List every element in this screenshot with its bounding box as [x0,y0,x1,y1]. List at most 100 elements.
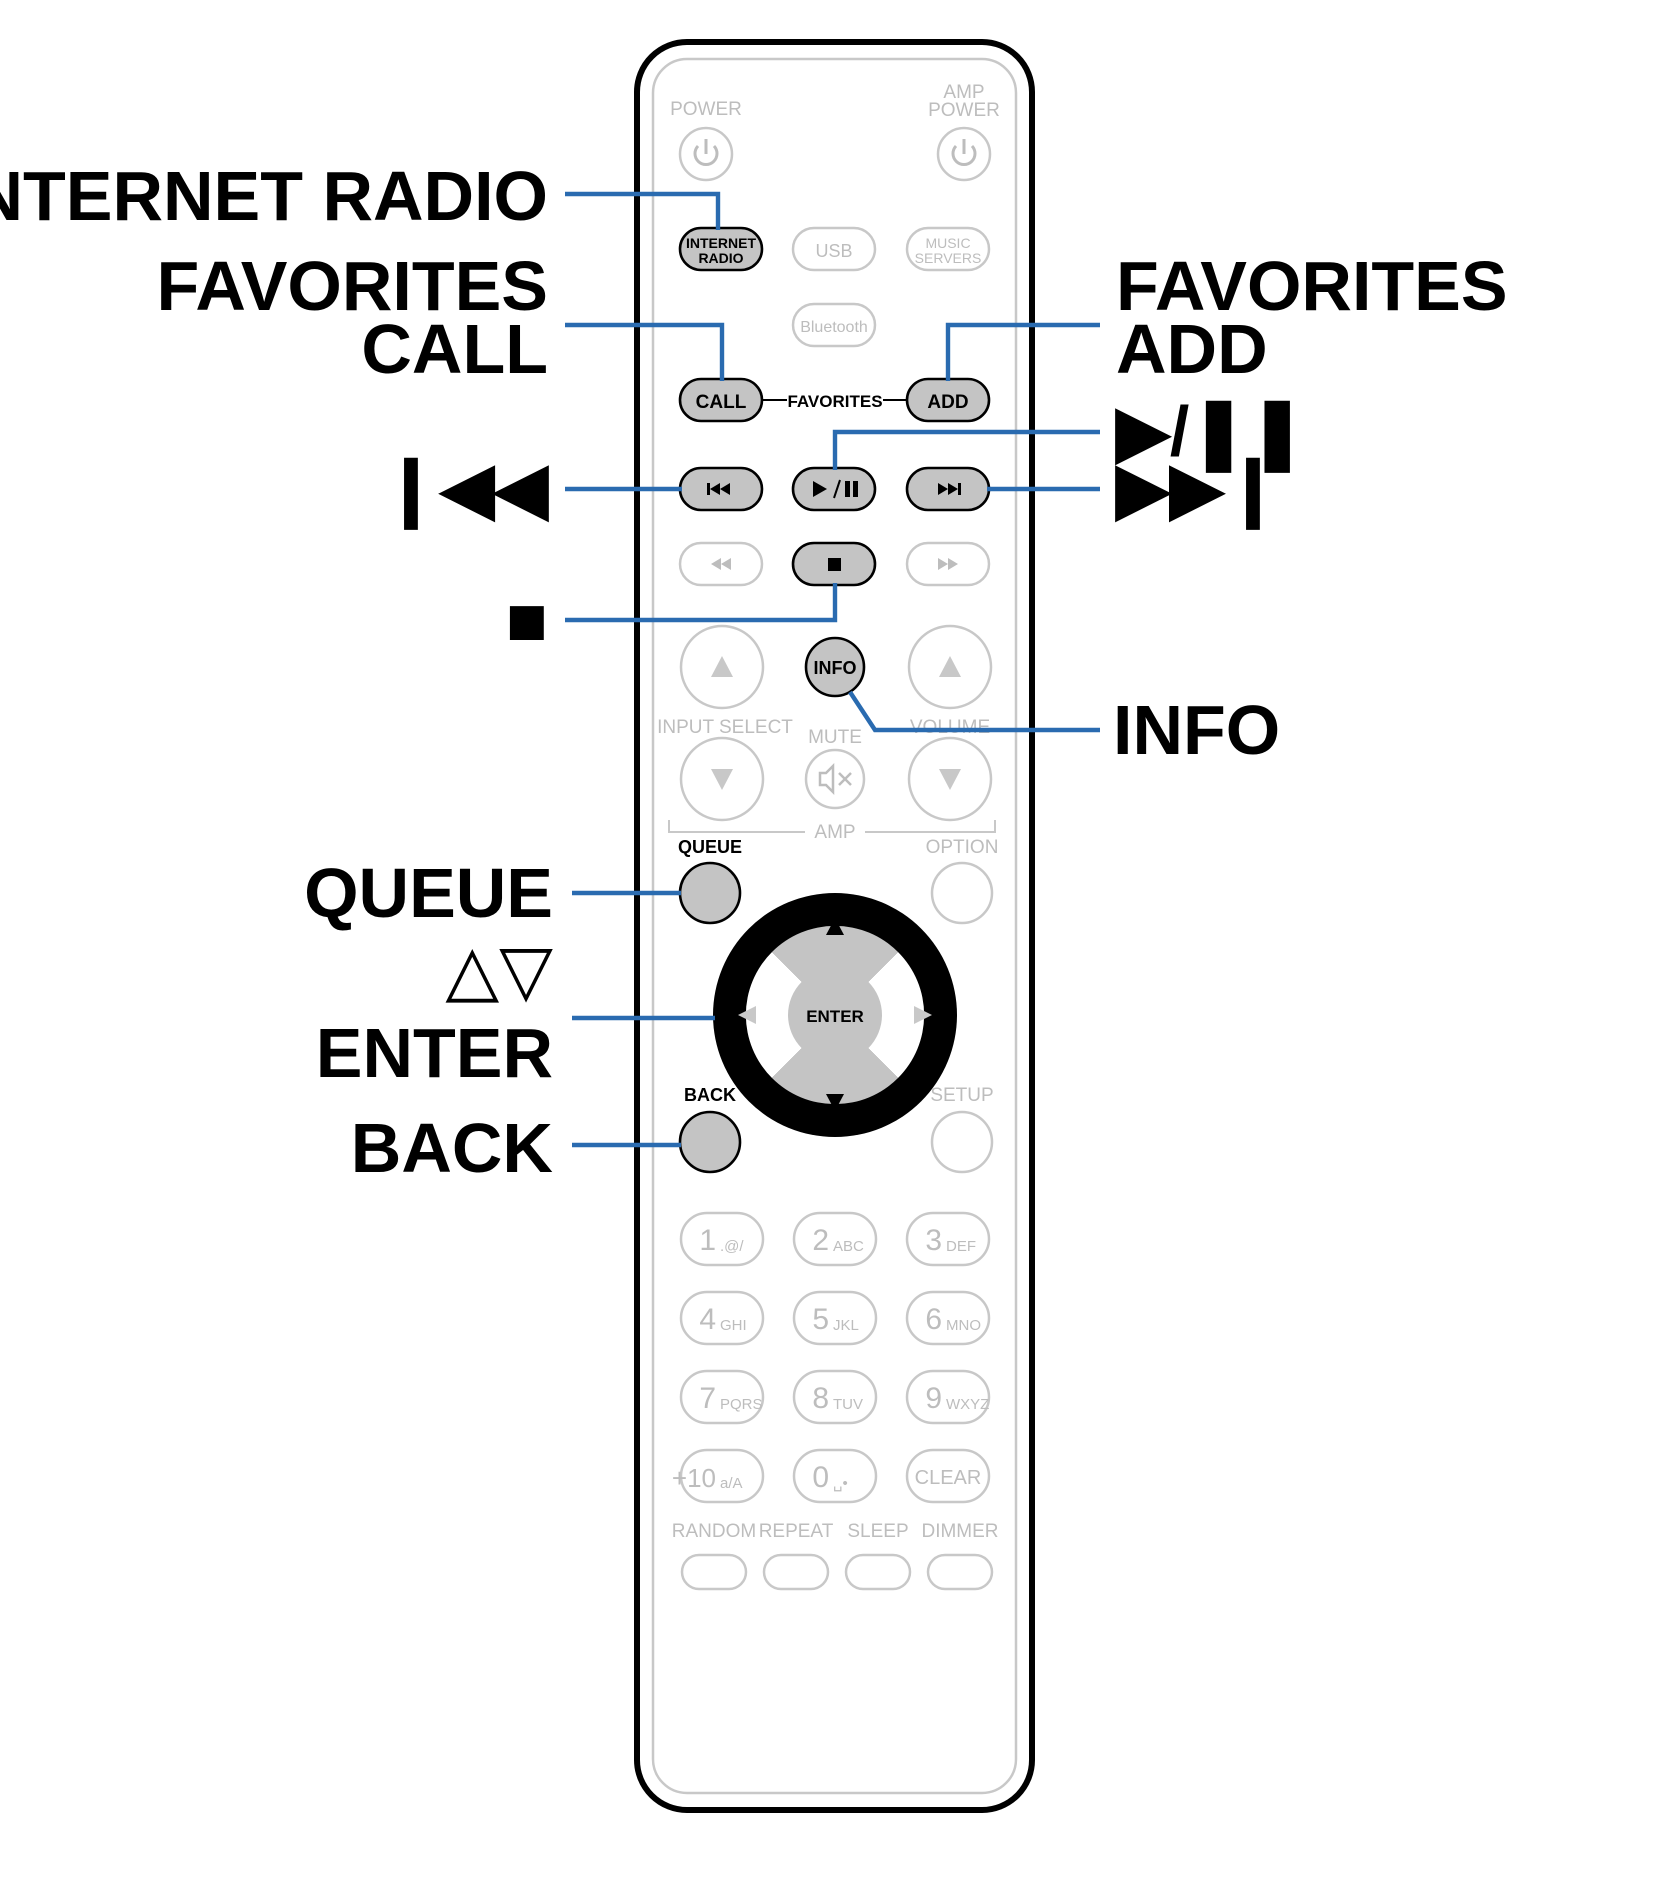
amp-power-button[interactable] [936,126,992,182]
internet-radio-button[interactable]: INTERNET RADIO [678,226,764,272]
key-letters: JKL [833,1317,859,1334]
bottom-row-button[interactable] [844,1553,912,1591]
nav-left-button[interactable] [745,952,810,1078]
music-servers-button[interactable]: MUSIC SERVERS [905,226,991,272]
stop-button[interactable] [791,541,877,587]
setup-button[interactable] [930,1110,994,1174]
key-number: 9 [925,1382,942,1415]
key-letters: GHI [720,1317,747,1334]
bluetooth-button[interactable]: Bluetooth [791,302,877,348]
up-arrow-icon [826,918,844,935]
key-letters: DEF [946,1238,976,1255]
callout-play-pause: ▶/❚❚ [1115,392,1307,473]
nav-up-button[interactable] [772,925,898,990]
key-number: 3 [925,1224,942,1257]
back-button[interactable] [678,1110,742,1174]
mute-label: MUTE [808,727,862,748]
option-button[interactable] [930,861,994,925]
info-button-label: INFO [814,658,857,678]
enter-button[interactable] [788,968,882,1062]
key-number: CLEAR [915,1467,982,1489]
add-button[interactable]: ADD [905,377,991,423]
callout-favorites-call-1: FAVORITES [156,247,548,325]
amp-bracket [668,820,996,833]
key-button[interactable]: 0␣• [792,1448,878,1504]
key-button[interactable]: 1.@/ [679,1211,765,1267]
music-servers-label-1: MUSIC [925,235,970,251]
key-letters: WXYZ [946,1396,989,1413]
callout-internet-radio: INTERNET RADIO [0,157,548,235]
key-button[interactable]: CLEAR [905,1448,991,1504]
fast-forward-button[interactable] [905,541,991,587]
bottom-row-button[interactable] [680,1553,748,1591]
favorites-label: FAVORITES [787,392,882,411]
bottom-row-button[interactable] [926,1553,994,1591]
enter-button-label: ENTER [806,1007,864,1026]
key-number: 4 [699,1303,716,1336]
key-number: 5 [812,1303,829,1336]
amp-power-label-2: POWER [928,100,1000,121]
mute-button[interactable] [804,748,866,810]
key-letters: MNO [946,1317,981,1334]
usb-button[interactable]: USB [791,226,877,272]
callout-back: BACK [351,1109,553,1187]
callout-info: INFO [1113,691,1280,769]
callout-favorites-add-2: ADD [1116,310,1268,388]
input-select-down-button[interactable] [679,736,765,822]
callout-favorites-add-1: FAVORITES [1116,247,1508,325]
callout-queue: QUEUE [304,854,553,932]
key-number: 7 [699,1382,716,1415]
power-label: POWER [670,99,742,120]
add-button-label: ADD [927,392,968,413]
info-button[interactable]: INFO [804,636,866,698]
option-label: OPTION [926,837,999,858]
input-select-label: INPUT SELECT [657,717,793,738]
key-letters: .@/ [720,1238,744,1255]
leader-info [848,690,1100,733]
bottom-row-label: REPEAT [759,1521,834,1542]
leader-favorites-call [565,322,725,381]
call-button-label: CALL [696,392,747,413]
nav-right-button[interactable] [860,952,925,1078]
up-arrow-icon [711,656,733,677]
key-number: 6 [925,1303,942,1336]
power-icon [951,139,977,166]
callout-skip-forward: ▶▶❙ [1115,449,1282,530]
play-pause-icon [813,479,858,499]
power-icon [693,139,719,166]
play-pause-button[interactable] [791,466,877,512]
call-button[interactable]: CALL [678,377,764,423]
bottom-row-label: DIMMER [921,1521,998,1542]
callout-enter: ENTER [316,1014,553,1092]
music-servers-label-2: SERVERS [915,250,982,266]
bottom-row-button[interactable] [762,1553,830,1591]
nav-down-button[interactable] [772,1040,898,1105]
skip-forward-button[interactable] [905,466,991,512]
amp-label: AMP [814,822,855,843]
key-letters: TUV [833,1396,863,1413]
power-button[interactable] [678,126,734,182]
queue-button[interactable] [678,861,742,925]
rewind-button[interactable] [678,541,764,587]
rewind-icon [711,558,731,570]
down-arrow-icon [711,769,733,790]
volume-down-button[interactable] [907,736,993,822]
stop-icon [828,558,841,571]
input-select-up-button[interactable] [679,624,765,710]
left-arrow-icon [738,1006,756,1024]
skip-back-button[interactable] [678,466,764,512]
volume-up-button[interactable] [907,624,993,710]
remote-inner-outline [651,57,1018,1795]
callout-skip-back: ❙◀◀ [382,449,549,530]
navigation-pad: ENTER [713,893,957,1137]
